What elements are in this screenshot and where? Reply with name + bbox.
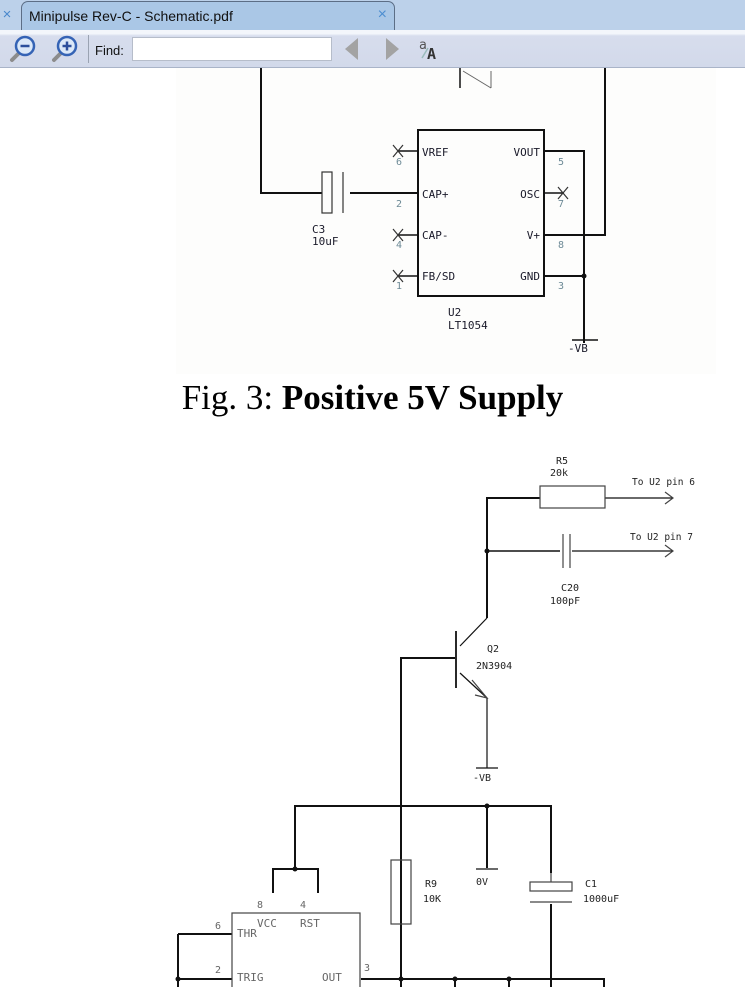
pin-num: 8 (558, 240, 564, 251)
toolbar: Find: a A (0, 30, 745, 68)
pin-label-vout: VOUT (514, 146, 541, 159)
caption-prefix: Fig. 3: (181, 378, 282, 417)
timer-thr-label: THR (237, 927, 257, 940)
timer-rst-label: RST (300, 917, 320, 930)
timer-out-label: OUT (322, 971, 342, 984)
pin-label-vref: VREF (422, 146, 449, 159)
chip-ref: U2 (448, 306, 461, 319)
r9-ref: R9 (425, 879, 437, 890)
caption-title: Positive 5V Supply (281, 378, 564, 417)
fig3-ground-label: -VB (568, 342, 588, 355)
triangle-left-icon (345, 38, 358, 60)
match-case-button[interactable]: a A (416, 34, 446, 64)
figure-3-image (176, 68, 716, 374)
svg-text:a: a (419, 38, 427, 53)
c3-ref: C3 (312, 223, 325, 236)
timer-pin-8: 8 (257, 900, 263, 911)
pin-label-gnd: GND (520, 270, 540, 283)
triangle-right-icon (386, 38, 399, 60)
pin-label-vplus: V+ (527, 229, 541, 242)
find-label: Find: (95, 43, 124, 58)
timer-trig-label: TRIG (237, 971, 264, 984)
pin-num: 4 (396, 240, 402, 251)
timer-pin-3: 3 (364, 963, 370, 974)
pin-label-fb-sd: FB/SD (422, 270, 455, 283)
r9-value: 10K (423, 894, 441, 905)
pin-num: 7 (558, 199, 564, 210)
timer-pin-2: 2 (215, 965, 221, 976)
timer-vcc-label: VCC (257, 917, 277, 930)
find-previous-button[interactable] (340, 34, 364, 64)
tab-bar: × Minipulse Rev-C - Schematic.pdf × (0, 0, 745, 30)
q2-ground-label: -VB (473, 773, 491, 784)
zoom-in-button[interactable] (50, 34, 80, 64)
find-input[interactable] (132, 37, 332, 61)
zoom-in-icon (52, 35, 78, 62)
match-case-icon: a A (419, 38, 436, 63)
pin-num: 3 (558, 281, 564, 292)
tab-close-icon[interactable]: × (377, 6, 387, 23)
c20-ref: C20 (561, 583, 579, 594)
pin-num: 2 (396, 199, 402, 210)
toolbar-separator (88, 35, 89, 63)
q2-ref: Q2 (487, 644, 499, 655)
r5-ref: R5 (556, 456, 568, 467)
svg-text:A: A (427, 45, 436, 63)
document-tab[interactable]: Minipulse Rev-C - Schematic.pdf × (21, 1, 395, 30)
timer-pin-4: 4 (300, 900, 306, 911)
q2-part: 2N3904 (476, 661, 512, 672)
pin-num: 5 (558, 157, 564, 168)
schematic-drawing: VREF CAP+ CAP- FB/SD VOUT OSC V+ GND U2 … (175, 68, 695, 987)
pin-label-osc: OSC (520, 188, 540, 201)
to-u2-pin6-label: To U2 pin 6 (632, 477, 695, 488)
c20-value: 100pF (550, 596, 580, 607)
close-icon[interactable]: × (2, 6, 12, 23)
find-next-button[interactable] (380, 34, 404, 64)
pin-num: 6 (396, 157, 402, 168)
figure-3-caption: Fig. 3: Positive 5V Supply (0, 378, 745, 418)
timer-pin-6: 6 (215, 921, 221, 932)
r5-value: 20k (550, 468, 568, 479)
tab-title: Minipulse Rev-C - Schematic.pdf (29, 8, 233, 24)
c3-value: 10uF (312, 235, 339, 248)
chip-part: LT1054 (448, 319, 488, 332)
c1-value: 1000uF (583, 894, 619, 905)
zoom-out-icon (10, 35, 36, 62)
pin-num: 1 (396, 281, 402, 292)
pin-label-cap-minus: CAP- (422, 229, 449, 242)
c1-ref: C1 (585, 879, 597, 890)
pdf-view[interactable]: VREF CAP+ CAP- FB/SD VOUT OSC V+ GND U2 … (0, 68, 745, 987)
to-u2-pin7-label: To U2 pin 7 (630, 532, 693, 543)
zero-v-label: 0V (476, 877, 488, 888)
pin-label-cap-plus: CAP+ (422, 188, 449, 201)
zoom-out-button[interactable] (8, 34, 38, 64)
